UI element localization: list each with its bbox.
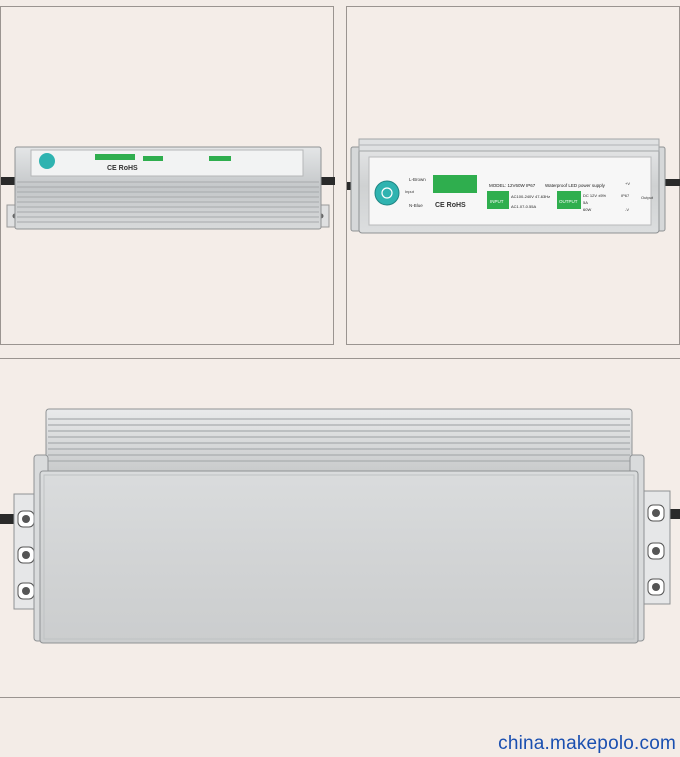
power-supply-rear-large [0,408,680,644]
wire-label-top: L-Brown [409,177,426,182]
photo-panel-top-right: L-Brown N-Blue Input CE RoHS MODEL: 12V6… [346,6,680,345]
cert-marks: CE RoHS [435,202,466,209]
product-title: Waterproof LED power supply [545,183,606,188]
input-spec-2: AC1.07-0.55A [511,204,536,209]
output-tag: OUTPUT [559,199,578,204]
brand-logo-icon [39,153,55,169]
svg-text:CE RoHS: CE RoHS [107,165,138,172]
input-side-label: Input [405,189,415,194]
green-cert-block [433,175,477,193]
input-tag-block [487,191,509,209]
output-spec-3: 60W [583,207,591,212]
output-positive: +V [625,181,630,186]
output-spec-1: DC 12V ±5% [583,193,607,198]
output-tag-block [557,191,581,209]
photo-panel-bottom [0,358,680,698]
photo-panel-top-left: CE RoHS [0,6,335,345]
input-tag: INPUT [490,199,504,204]
model-text: MODEL: 12V60W IP67 [489,183,536,188]
brand-logo-icon [374,180,400,206]
output-negative: -V [625,207,629,212]
watermark-text: china.makepolo.com [498,733,676,754]
ip-rating: IP67 [621,193,630,198]
output-side-label: Output [641,195,654,200]
input-spec-1: AC100-240V 47-63Hz [511,194,550,199]
power-supply-label-view: L-Brown N-Blue Input CE RoHS MODEL: 12V6… [347,138,680,234]
output-spec-2: 5A [583,200,588,205]
power-supply-front-small: CE RoHS [1,146,335,230]
wire-label-bottom: N-Blue [409,203,423,208]
